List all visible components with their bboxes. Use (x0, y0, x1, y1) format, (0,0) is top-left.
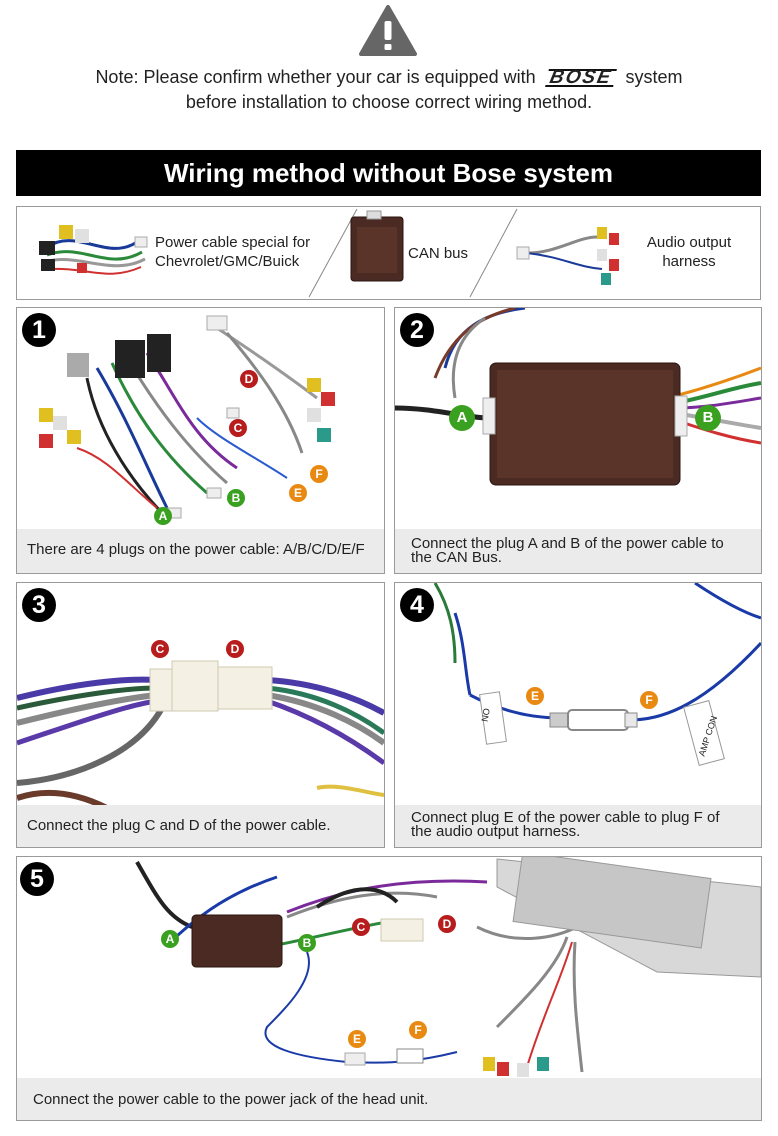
step-4-caption: Connect plug E of the power cable to plu… (411, 809, 720, 840)
bose-logo: BOSE (544, 67, 617, 88)
step-4-panel: NO AMP CON 4 E F Connect plug E of the p… (394, 582, 762, 848)
audio-harness-image (516, 227, 619, 285)
plug-a-badge: A (161, 930, 179, 948)
step-2-caption-bar: Connect the plug A and B of the power ca… (395, 529, 761, 573)
plug-e-badge: E (526, 687, 544, 705)
step-5-panel: 5 A B C D E F Connect the power cable to… (16, 856, 762, 1121)
plug-b-badge: B (298, 934, 316, 952)
plug-b-badge: B (695, 405, 721, 431)
step-3-panel: 3 C D Connect the plug C and D of the po… (16, 582, 385, 848)
step-1-panel: 1 D C F E B A There are 4 plugs on the p… (16, 307, 385, 574)
plug-c-badge: C (151, 640, 169, 658)
part-audio-harness-label: Audio output harness (637, 233, 741, 271)
note-prefix: Note: Please confirm whether your car is… (95, 67, 536, 87)
canbus-image (350, 210, 404, 282)
part-audio-line2: harness (662, 253, 716, 270)
step-2-panel: 2 A B Connect the plug A and B of the po… (394, 307, 762, 574)
plug-f-badge: F (640, 691, 658, 709)
power-cable-image (39, 225, 148, 275)
step-1-caption: There are 4 plugs on the power cable: A/… (27, 541, 365, 558)
section-title: Wiring method without Bose system (16, 150, 761, 196)
note-line-1: Note: Please confirm whether your car is… (0, 67, 778, 88)
step-2-caption-line1: Connect the plug A and B of the power ca… (411, 535, 724, 552)
part-power-cable-line2: Chevrolet/GMC/Buick (155, 253, 300, 270)
note-suffix: system (625, 67, 683, 87)
step-3-number: 3 (22, 588, 56, 622)
step-4-caption-line1: Connect plug E of the power cable to plu… (411, 809, 720, 826)
part-power-cable-label: Power cable special for Chevrolet/GMC/Bu… (155, 233, 310, 271)
step-2-photo (395, 308, 761, 486)
step-5-caption-bar: Connect the power cable to the power jac… (17, 1078, 761, 1120)
part-audio-line1: Audio output (646, 234, 732, 251)
step-2-caption: Connect the plug A and B of the power ca… (411, 535, 724, 566)
step-1-caption-bar: There are 4 plugs on the power cable: A/… (17, 529, 384, 573)
step-5-caption: Connect the power cable to the power jac… (33, 1091, 429, 1108)
step-1-number: 1 (22, 313, 56, 347)
note-line-2: before installation to choose correct wi… (185, 92, 593, 112)
plug-a-badge: A (154, 507, 172, 525)
plug-d-badge: D (226, 640, 244, 658)
parts-illustration (39, 208, 619, 298)
step-3-photo (17, 660, 384, 811)
part-power-cable-line1: Power cable special for (155, 234, 311, 251)
plug-c-badge: C (229, 419, 247, 437)
step-4-number: 4 (400, 588, 434, 622)
step-3-caption: Connect the plug C and D of the power ca… (27, 817, 331, 834)
step-2-number: 2 (400, 313, 434, 347)
plug-f-badge: F (310, 465, 328, 483)
plug-e-badge: E (289, 484, 307, 502)
step-4-photo (433, 583, 761, 766)
plug-b-badge: B (227, 489, 245, 507)
warning-icon (359, 5, 417, 56)
parts-box: Power cable special for Chevrolet/GMC/Bu… (16, 206, 761, 300)
plug-d-badge: D (438, 915, 456, 933)
step-4-caption-line2: the audio output harness. (411, 823, 581, 840)
step-1-photo (39, 315, 335, 520)
plug-a-badge: A (449, 405, 475, 431)
plug-d-badge: D (240, 370, 258, 388)
step-3-caption-bar: Connect the plug C and D of the power ca… (17, 805, 384, 847)
plug-e-badge: E (348, 1030, 366, 1048)
plug-f-badge: F (409, 1021, 427, 1039)
part-canbus-label: CAN bus (408, 245, 469, 262)
step-4-caption-bar: Connect plug E of the power cable to plu… (395, 805, 761, 847)
step-5-photo (135, 857, 761, 1077)
step-2-caption-line2: the CAN Bus. (411, 549, 502, 566)
plug-c-badge: C (352, 918, 370, 936)
step-5-number: 5 (20, 862, 54, 896)
